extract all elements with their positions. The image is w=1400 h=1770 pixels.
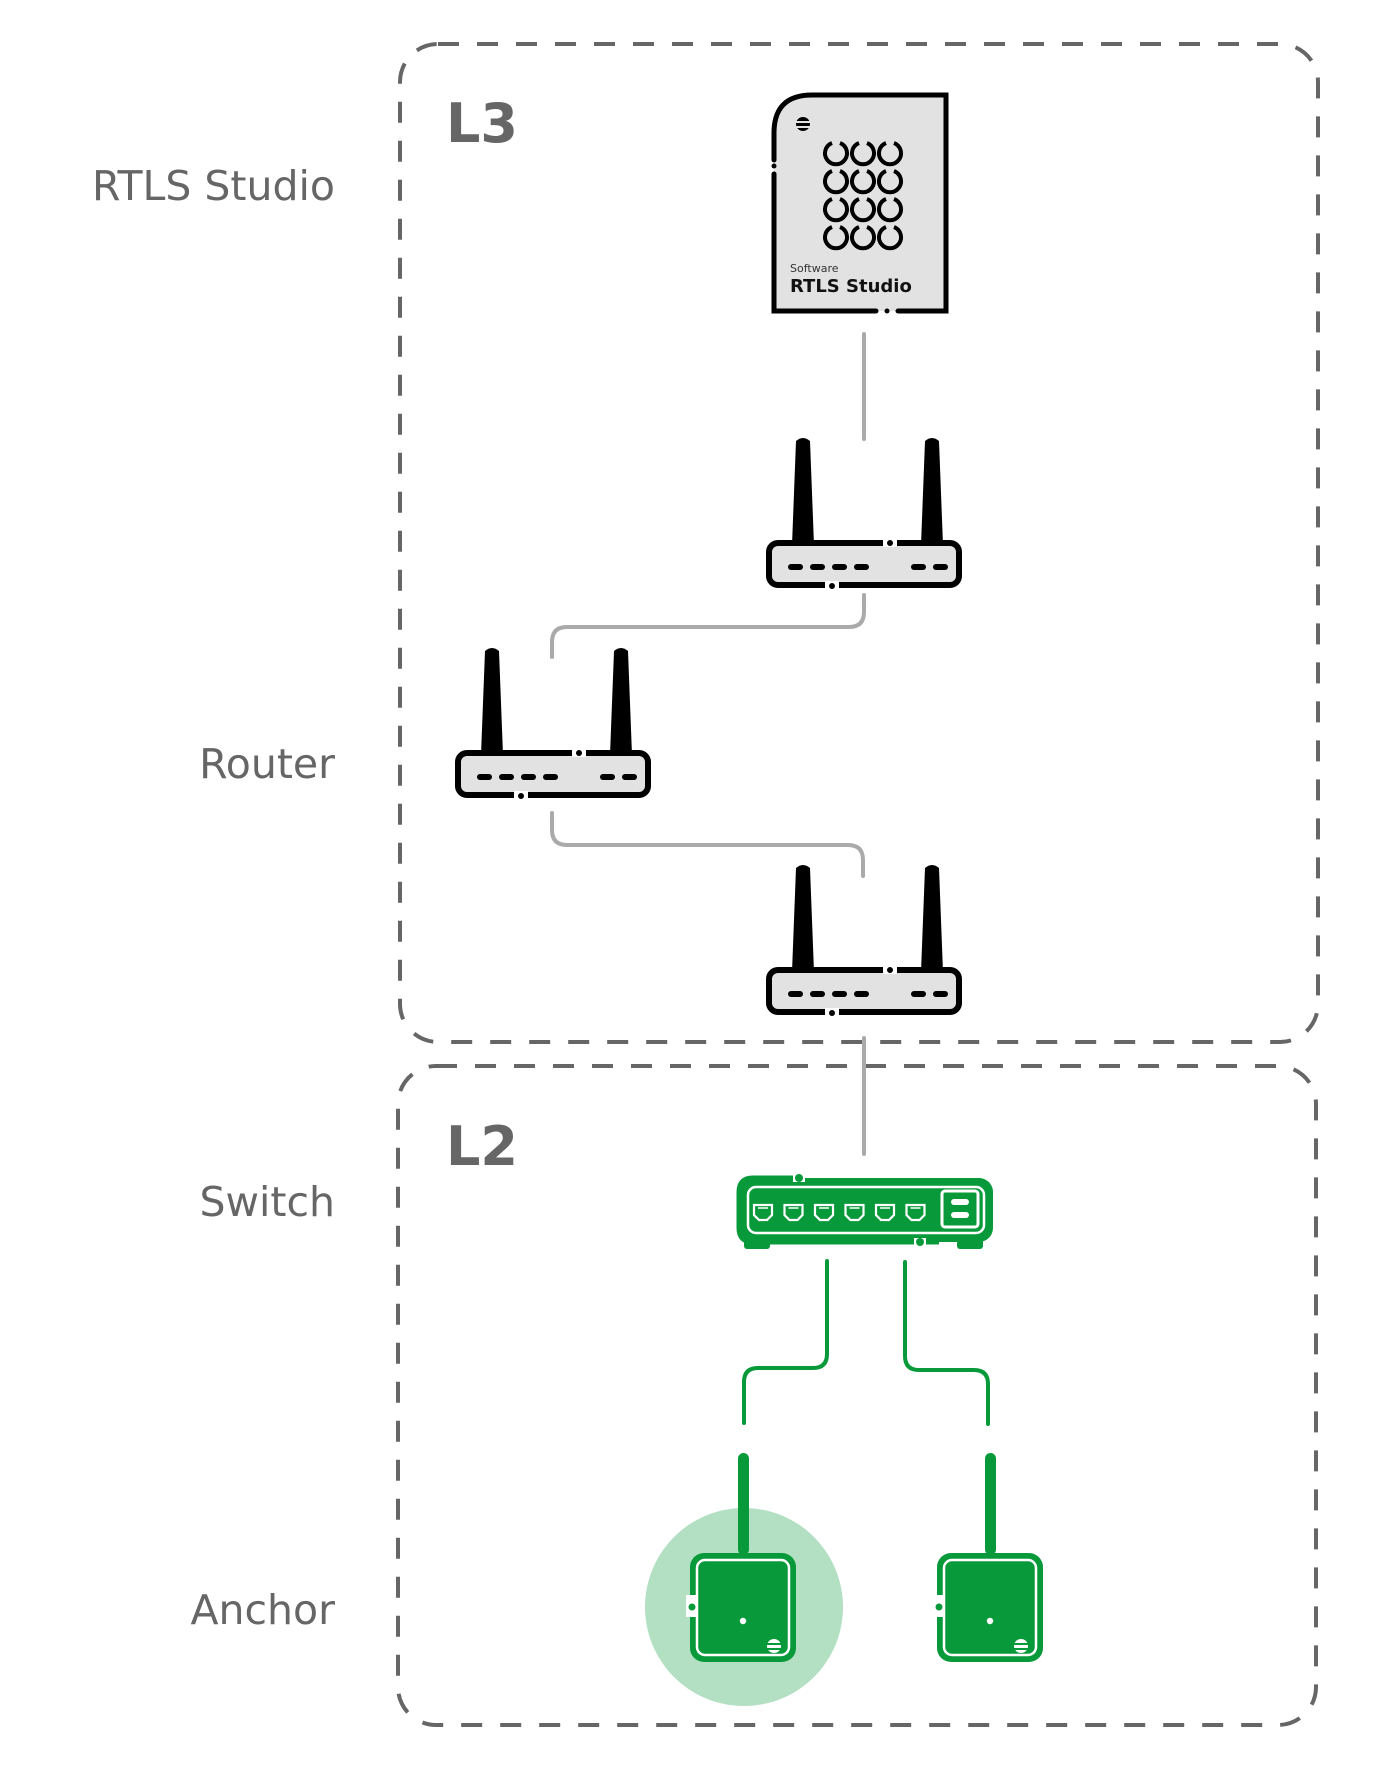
antenna-left <box>481 648 503 755</box>
antenna-left <box>792 865 814 972</box>
layer-label-l2: L2 <box>446 1115 518 1178</box>
anchor-body <box>937 1553 1043 1662</box>
layer-label-l3: L3 <box>446 92 518 155</box>
anchor-body <box>690 1553 796 1662</box>
wire-router-2-to-router-3 <box>550 811 865 878</box>
ring-glyph <box>823 225 849 251</box>
software-card-caption: Software <box>790 262 839 275</box>
led-indicator <box>543 774 558 780</box>
anchor-icon[interactable] <box>933 1453 1043 1662</box>
led-indicator <box>933 991 948 997</box>
led-indicator <box>854 991 869 997</box>
wire-switch-to-anchor-1 <box>742 1259 829 1425</box>
ring-glyph <box>877 197 903 223</box>
led-indicator <box>600 774 615 780</box>
led-indicator <box>788 564 803 570</box>
led-indicator <box>933 564 948 570</box>
wire-switch-to-anchor-2 <box>903 1260 990 1426</box>
antenna-left <box>792 438 814 545</box>
ring-glyph <box>877 225 903 251</box>
led-indicator <box>810 991 825 997</box>
ethernet-port-icon <box>844 1203 865 1222</box>
rtls-studio-software-icon[interactable]: Software RTLS Studio <box>771 92 949 314</box>
switch-status-panel-icon <box>940 1189 980 1229</box>
row-label-switch: Switch <box>199 1178 335 1226</box>
anchor-antenna <box>738 1453 749 1555</box>
ring-glyph <box>850 225 876 251</box>
led-indicator <box>477 774 492 780</box>
layer-box-l2 <box>396 1064 1318 1727</box>
ring-glyph <box>850 141 876 167</box>
anchor-antenna <box>985 1453 996 1555</box>
brand-logo-icon <box>767 1639 781 1653</box>
led-indicator <box>788 991 803 997</box>
anchor-center-dot <box>739 1617 747 1625</box>
ethernet-port-icon <box>905 1203 926 1222</box>
led-indicator <box>810 564 825 570</box>
led-indicator <box>832 991 847 997</box>
antenna-right <box>921 438 943 545</box>
router-icon[interactable] <box>766 438 962 591</box>
wire-router-1-to-router-2 <box>550 593 866 659</box>
anchor-icon[interactable] <box>686 1453 796 1662</box>
row-label-anchor: Anchor <box>190 1586 335 1634</box>
led-indicator <box>499 774 514 780</box>
led-indicator <box>622 774 637 780</box>
brand-logo-icon <box>795 117 811 131</box>
software-card-title: RTLS Studio <box>790 276 912 297</box>
ring-glyph <box>823 197 849 223</box>
layer-box-l3 <box>398 42 1320 1044</box>
row-label-rtls-studio: RTLS Studio <box>91 162 335 210</box>
ring-glyph <box>823 141 849 167</box>
ring-glyph <box>823 169 849 195</box>
router-icon[interactable] <box>766 865 962 1018</box>
ring-glyph <box>877 169 903 195</box>
ring-glyph <box>877 141 903 167</box>
led-indicator <box>854 564 869 570</box>
led-indicator <box>832 564 847 570</box>
switch-icon[interactable] <box>736 1174 993 1249</box>
ring-glyph <box>850 197 876 223</box>
ethernet-port-icon <box>752 1203 774 1222</box>
led-indicator <box>911 564 926 570</box>
antenna-right <box>610 648 632 755</box>
ethernet-port-icon <box>813 1203 835 1222</box>
ethernet-port-icon <box>874 1203 896 1222</box>
ring-glyph <box>850 169 876 195</box>
led-indicator <box>911 991 926 997</box>
antenna-right <box>921 865 943 972</box>
anchor-center-dot <box>986 1617 994 1625</box>
row-label-router: Router <box>199 740 335 788</box>
brand-logo-icon <box>1014 1639 1028 1653</box>
ring-grid-icon <box>823 141 903 251</box>
ethernet-port-icon <box>783 1203 804 1222</box>
router-icon[interactable] <box>455 648 651 801</box>
led-indicator <box>521 774 536 780</box>
